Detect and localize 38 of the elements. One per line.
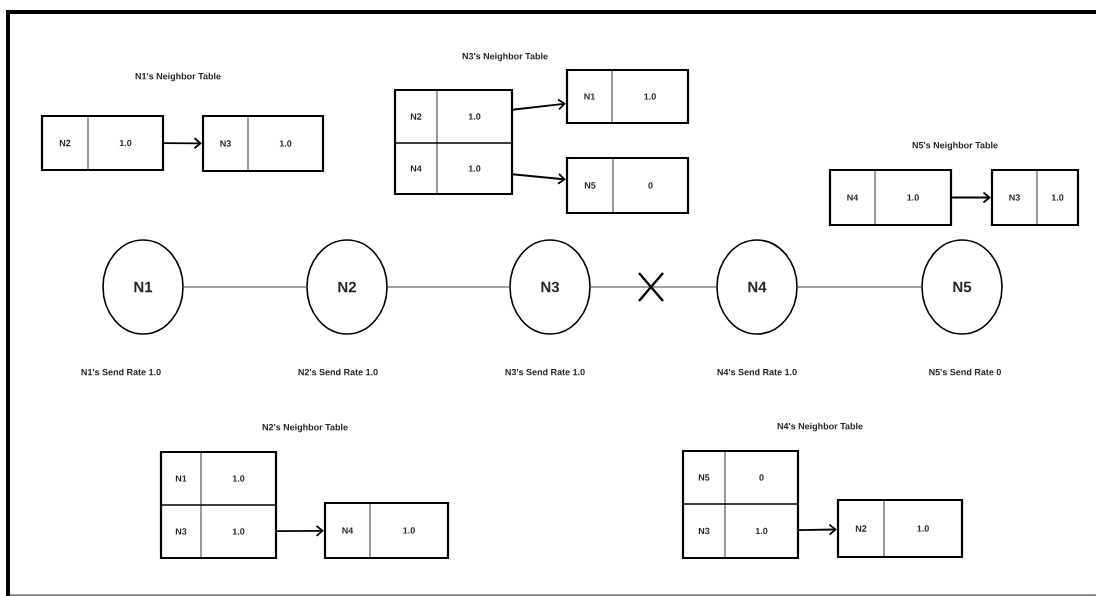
table-box: N2 1.0 (836, 498, 964, 559)
table-heading: N1's Neighbor Table (135, 72, 221, 82)
table-box: N1 1.0 (565, 68, 690, 125)
link-line (590, 286, 717, 288)
table-row: N1 1.0 (175, 451, 245, 506)
table-heading: N4's Neighbor Table (777, 422, 863, 432)
send-rate-label: N5's Send Rate 0 (929, 368, 1001, 376)
table-heading: N2's Neighbor Table (262, 423, 348, 433)
link-line (183, 286, 307, 288)
table-box: N3 1.0 (201, 114, 325, 173)
table-box: N4 1.0 (323, 501, 450, 560)
table-row: N4 1.0 (410, 142, 481, 195)
node-label: 1.0 (119, 139, 132, 147)
table-box: N2 1.0 (40, 114, 165, 172)
table-box: N4 1.0 (828, 168, 953, 227)
arrow (511, 172, 566, 185)
table-heading: N5's Neighbor Table (912, 141, 998, 151)
send-rate-label: N4's Send Rate 1.0 (717, 368, 797, 376)
table-box: N5 0 (565, 156, 690, 215)
node-label: N4 (847, 194, 859, 201)
table-row: N3 1.0 (175, 504, 245, 559)
arrow (951, 191, 991, 204)
arrow (797, 523, 837, 536)
send-rate-label: N1's Send Rate 1.0 (81, 368, 161, 376)
table-box: N3 1.0 (990, 168, 1080, 227)
arrow (511, 98, 566, 111)
table-row: N3 1.0 (698, 503, 768, 559)
table-heading: N3's Neighbor Table (462, 52, 548, 62)
arrow (163, 137, 202, 150)
link-line (387, 286, 510, 288)
link-line (797, 286, 922, 288)
table-row: N2 1.0 (410, 89, 481, 144)
table-row: N5 0 (698, 450, 764, 505)
node-label: 1.0 (907, 194, 919, 201)
send-rate-label: N2's Send Rate 1.0 (298, 368, 378, 376)
arrow (275, 525, 324, 537)
send-rate-label: N3's Send Rate 1.0 (505, 368, 585, 376)
node-label: N2 (59, 139, 71, 147)
